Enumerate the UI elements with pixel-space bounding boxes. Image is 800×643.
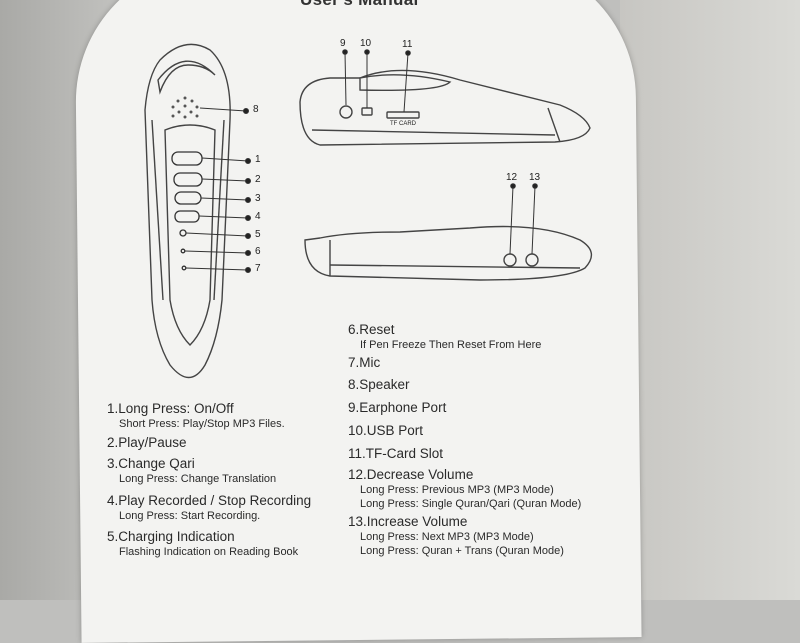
button-4 [174, 210, 200, 223]
reset-6 [180, 248, 186, 254]
list-item-1: 1.Long Press: On/Off Short Press: Play/S… [107, 401, 285, 430]
volume-down-button [503, 253, 517, 267]
list-item-11: 11.TF-Card Slot [348, 446, 444, 461]
tf-card-slot [386, 111, 420, 119]
volume-up-button [525, 253, 539, 267]
mic-7 [181, 265, 187, 271]
pen-clip [157, 60, 216, 95]
callout-9: 9 [340, 38, 346, 49]
usb-port [361, 107, 373, 116]
manual-title: User's Manual [300, 0, 418, 10]
button-2 [173, 172, 203, 187]
callout-10: 10 [360, 38, 372, 49]
callout-12: 12 [506, 172, 518, 183]
pen-side-outline [304, 225, 593, 281]
list-item-5: 5.Charging Indication Flashing Indicatio… [107, 529, 299, 558]
list-item-9: 9.Earphone Port [348, 400, 447, 415]
callout-3: 3 [255, 193, 261, 204]
callout-5: 5 [255, 229, 261, 240]
list-item-10: 10.USB Port [348, 423, 424, 438]
callout-11: 11 [402, 39, 413, 50]
callout-8: 8 [253, 104, 259, 115]
list-item-12: 12.Decrease Volume Long Press: Previous … [348, 467, 582, 510]
callout-1: 1 [255, 154, 261, 165]
speaker-grille [171, 96, 199, 119]
button-1 [171, 151, 203, 166]
callout-6: 6 [255, 246, 261, 257]
pen-diagram [144, 43, 593, 379]
led-5 [179, 229, 187, 237]
list-item-2: 2.Play/Pause [107, 435, 187, 450]
list-item-13: 13.Increase Volume Long Press: Next MP3 … [348, 514, 564, 557]
callout-4: 4 [255, 211, 261, 222]
list-item-8: 8.Speaker [348, 377, 410, 392]
button-3 [174, 191, 202, 205]
list-item-6: 6.Reset If Pen Freeze Then Reset From He… [348, 322, 542, 351]
list-item-4: 4.Play Recorded / Stop Recording Long Pr… [107, 493, 312, 522]
earphone-port [339, 105, 353, 119]
pen-front-outline [144, 43, 231, 379]
list-item-3: 3.Change Qari Long Press: Change Transla… [107, 456, 277, 485]
list-item-7: 7.Mic [348, 355, 381, 370]
callout-2: 2 [255, 174, 261, 185]
pen-top-outline [299, 69, 591, 146]
background-right [620, 0, 800, 600]
callout-13: 13 [529, 172, 541, 183]
callout-7: 7 [255, 263, 261, 274]
tf-card-label: TF CARD [390, 121, 416, 127]
